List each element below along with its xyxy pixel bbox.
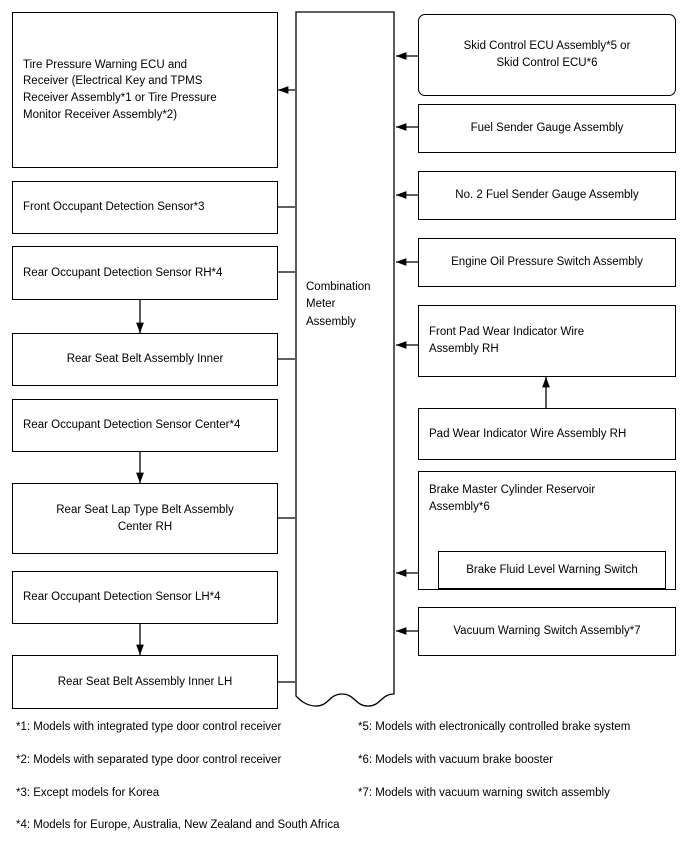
- box-label: Engine Oil Pressure Switch Assembly: [451, 256, 643, 269]
- footnote-5: *5: Models with electronically controlle…: [358, 721, 631, 733]
- box-fuel-sender-gauge-assembly: Fuel Sender Gauge Assembly: [418, 104, 676, 153]
- box-engine-oil-pressure-switch-assembly: Engine Oil Pressure Switch Assembly: [418, 238, 676, 287]
- box-rear-seat-lap-type-belt-assembly-center-rh: Rear Seat Lap Type Belt Assembly Center …: [12, 483, 278, 554]
- box-label: Rear Seat Belt Assembly Inner LH: [57, 675, 233, 688]
- box-pad-wear-indicator-wire-assembly-rh: Pad Wear Indicator Wire Assembly RH: [418, 408, 676, 460]
- box-label: Fuel Sender Gauge Assembly: [470, 122, 624, 135]
- box-front-pad-wear-indicator-wire-assembly-rh: Front Pad Wear Indicator Wire Assembly R…: [418, 305, 676, 377]
- box-label: Pad Wear Indicator Wire Assembly RH: [429, 427, 627, 440]
- box-rear-occupant-detection-sensor-lh: Rear Occupant Detection Sensor LH*4: [12, 571, 278, 624]
- box-rear-occupant-detection-sensor-center: Rear Occupant Detection Sensor Center*4: [12, 399, 278, 452]
- box-label: Rear Seat Lap Type Belt Assembly Center …: [56, 503, 234, 533]
- box-tire-pressure-warning-ecu: Tire Pressure Warning ECU and Receiver (…: [12, 12, 278, 168]
- box-label: Rear Seat Belt Assembly Inner: [66, 353, 224, 366]
- box-front-occupant-detection-sensor: Front Occupant Detection Sensor*3: [12, 181, 278, 234]
- box-label: Brake Fluid Level Warning Switch: [466, 563, 638, 576]
- box-label: No. 2 Fuel Sender Gauge Assembly: [455, 189, 639, 202]
- box-rear-seat-belt-assembly-inner: Rear Seat Belt Assembly Inner: [12, 333, 278, 386]
- box-label: Rear Occupant Detection Sensor LH*4: [23, 591, 221, 604]
- combination-meter-label: Combination Meter Assembly: [306, 281, 371, 328]
- box-label: Front Occupant Detection Sensor*3: [23, 201, 205, 214]
- combination-meter-assembly: Combination Meter Assembly: [296, 270, 396, 340]
- box-skid-control-ecu-assembly: Skid Control ECU Assembly*5 or Skid Cont…: [418, 14, 676, 96]
- box-rear-occupant-detection-sensor-rh: Rear Occupant Detection Sensor RH*4: [12, 246, 278, 300]
- box-label: Rear Occupant Detection Sensor Center*4: [23, 419, 241, 432]
- footnote-3: *3: Except models for Korea: [16, 787, 160, 799]
- footnote-7: *7: Models with vacuum warning switch as…: [358, 787, 610, 799]
- box-label: Vacuum Warning Switch Assembly*7: [453, 625, 641, 638]
- box-vacuum-warning-switch-assembly: Vacuum Warning Switch Assembly*7: [418, 607, 676, 656]
- box-rear-seat-belt-assembly-inner-lh: Rear Seat Belt Assembly Inner LH: [12, 655, 278, 709]
- footnote-1: *1: Models with integrated type door con…: [16, 721, 282, 733]
- footnote-2: *2: Models with separated type door cont…: [16, 754, 282, 766]
- box-label: Skid Control ECU Assembly*5 or Skid Cont…: [463, 40, 631, 69]
- box-label: Rear Occupant Detection Sensor RH*4: [23, 266, 223, 279]
- footnote-6: *6: Models with vacuum brake booster: [358, 754, 553, 766]
- box-label: Tire Pressure Warning ECU and Receiver (…: [23, 58, 217, 121]
- box-no2-fuel-sender-gauge-assembly: No. 2 Fuel Sender Gauge Assembly: [418, 171, 676, 220]
- footnote-4: *4: Models for Europe, Australia, New Ze…: [16, 819, 340, 831]
- box-label: Brake Master Cylinder Reservoir Assembly…: [429, 484, 596, 513]
- box-label: Front Pad Wear Indicator Wire Assembly R…: [429, 326, 585, 355]
- box-brake-fluid-level-warning-switch: Brake Fluid Level Warning Switch: [438, 551, 666, 589]
